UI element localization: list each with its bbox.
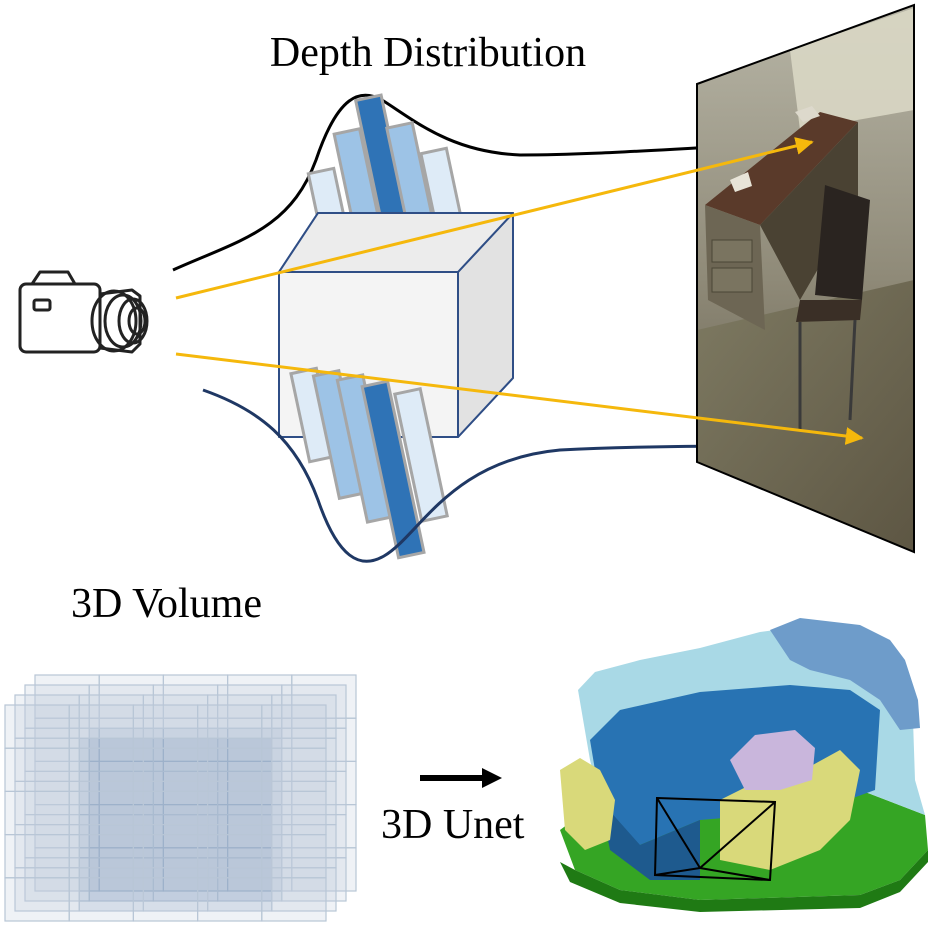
- volume-cell: [162, 674, 229, 719]
- volume-cell: [152, 770, 219, 816]
- volume-cell: [4, 747, 70, 793]
- depth-curve-bottom: [202, 388, 784, 563]
- volume-cell: [152, 727, 219, 773]
- volume-cell: [4, 790, 70, 836]
- volume-cell: [197, 790, 263, 836]
- volume-cell: [142, 780, 209, 826]
- volume-cell: [291, 674, 357, 719]
- volume-cell: [261, 704, 327, 749]
- volume-cell: [197, 747, 263, 793]
- volume-cell: [34, 717, 100, 763]
- volume-cell: [34, 674, 100, 719]
- volume-cell: [68, 704, 134, 749]
- volume-cell: [132, 833, 199, 879]
- volume-cell: [261, 747, 327, 793]
- volume-cell: [152, 813, 219, 859]
- volume-cell: [88, 727, 154, 773]
- volume-cell: [271, 823, 337, 869]
- volume-cell: [88, 770, 154, 816]
- volume-cell: [4, 704, 70, 749]
- volume-cell: [68, 833, 134, 879]
- unet-label: 3D Unet: [381, 802, 525, 848]
- volume-cell: [132, 790, 199, 836]
- volume-cell: [98, 847, 164, 892]
- volume-cell: [24, 813, 90, 859]
- volume-cell: [281, 684, 347, 729]
- volume-cell: [24, 857, 90, 902]
- volume-cell: [261, 790, 327, 836]
- volume-cell: [98, 803, 164, 849]
- volume-cell: [162, 717, 229, 763]
- volume-cell: [68, 747, 134, 793]
- volume-cell: [281, 813, 347, 859]
- volume-cell: [98, 760, 164, 806]
- image-plane: [696, 3, 915, 554]
- volume-cell: [14, 694, 80, 739]
- volume-cell: [281, 857, 347, 902]
- volume-cell: [162, 803, 229, 849]
- volume-cell: [34, 760, 100, 806]
- camera-icon: [18, 270, 149, 354]
- volume-cell: [14, 823, 80, 869]
- volume-cell: [34, 803, 100, 849]
- voxel-scene: [560, 618, 928, 912]
- volume-cell: [227, 717, 293, 763]
- volume-cell: [271, 867, 337, 912]
- volume-cell: [227, 847, 293, 892]
- depth-distribution-label: Depth Distribution: [270, 30, 586, 76]
- volume-cell: [68, 790, 134, 836]
- volume-cell: [291, 847, 357, 892]
- depth-curve-top: [172, 93, 758, 272]
- volume-cell: [291, 717, 357, 763]
- volume-cell: [78, 694, 144, 739]
- volume-cell: [24, 770, 90, 816]
- volume-cell: [142, 867, 209, 912]
- volume-cell: [78, 823, 144, 869]
- volume-cell: [217, 727, 283, 773]
- volume-cell: [281, 727, 347, 773]
- volume-cell: [271, 780, 337, 826]
- volume-cell: [98, 674, 164, 719]
- volume-cell: [68, 877, 134, 922]
- volume-cell: [197, 833, 263, 879]
- volume-cell: [227, 674, 293, 719]
- volume-cell: [24, 684, 90, 729]
- volume-cell: [142, 823, 209, 869]
- volume-grid: [4, 674, 357, 922]
- right-arrow-icon: [420, 768, 502, 788]
- volume-cell: [88, 813, 154, 859]
- volume-cell: [132, 747, 199, 793]
- volume-cell: [271, 737, 337, 783]
- volume-cell: [207, 823, 273, 869]
- volume-cell: [271, 694, 337, 739]
- ray-lower: [175, 352, 864, 445]
- volume-cell: [152, 684, 219, 729]
- volume-cell: [261, 877, 327, 922]
- volume-cell: [4, 833, 70, 879]
- volume-cell: [207, 867, 273, 912]
- ray-upper: [175, 137, 814, 300]
- volume-cell: [88, 857, 154, 902]
- volume-cell: [207, 737, 273, 783]
- volume-cell: [197, 877, 263, 922]
- volume-cell: [261, 833, 327, 879]
- volume-cell: [197, 704, 263, 749]
- volume-cell: [217, 857, 283, 902]
- volume-label: 3D Volume: [71, 581, 262, 627]
- volume-cell: [132, 704, 199, 749]
- volume-cell: [152, 857, 219, 902]
- volume-cell: [132, 877, 199, 922]
- volume-cell: [4, 877, 70, 922]
- volume-cell: [24, 727, 90, 773]
- volume-cell: [78, 867, 144, 912]
- volume-cell: [162, 760, 229, 806]
- volume-cell: [217, 770, 283, 816]
- volume-cell: [291, 760, 357, 806]
